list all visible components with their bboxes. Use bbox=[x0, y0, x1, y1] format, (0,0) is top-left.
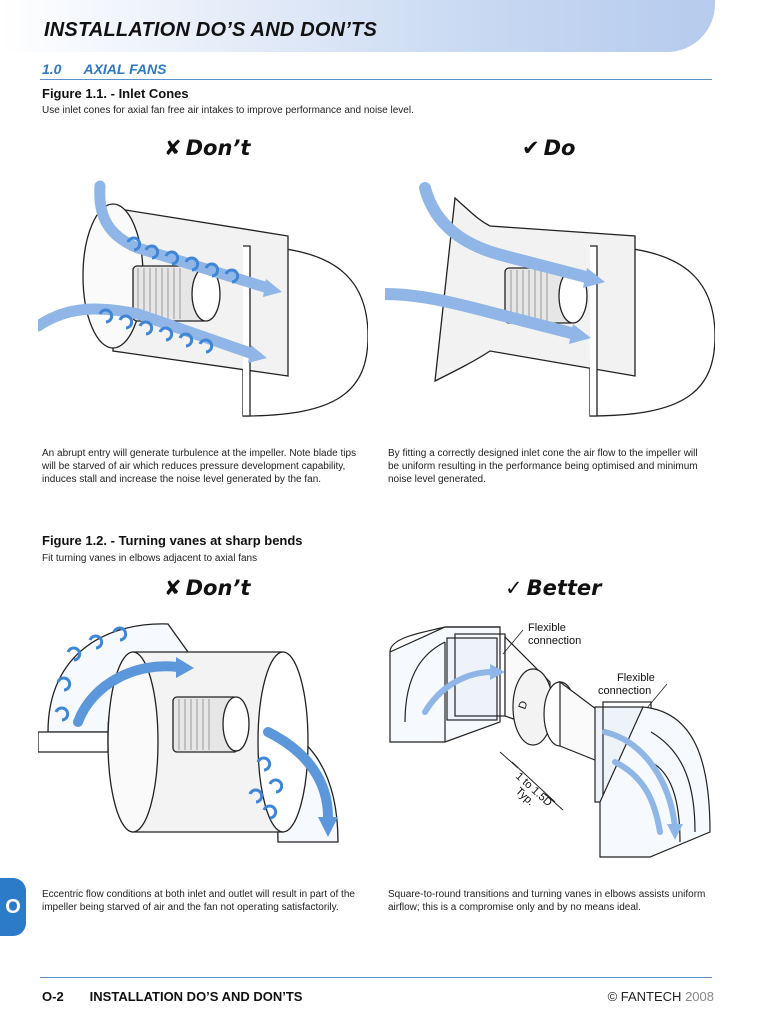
figure2-subtitle: Fit turning vanes in elbows adjacent to … bbox=[42, 553, 258, 564]
footer-left: O-2 INSTALLATION DO’S AND DON’TS bbox=[42, 989, 302, 1004]
figure2-dont-caption: Eccentric flow conditions at both inlet … bbox=[42, 889, 355, 913]
footer-rule bbox=[40, 977, 712, 978]
figure1-subtitle: Use inlet cones for axial fan free air i… bbox=[42, 105, 414, 116]
cross-icon: ✘ bbox=[164, 576, 182, 600]
vanes-dont-illustration bbox=[38, 623, 339, 843]
section-heading: 1.0 AXIAL FANS bbox=[42, 61, 166, 77]
section-tab[interactable]: O bbox=[0, 878, 26, 936]
figure2-better-heading: ✓Better bbox=[505, 576, 602, 600]
section-number: 1.0 bbox=[42, 61, 62, 77]
check-icon: ✔ bbox=[522, 136, 540, 160]
figure1-dont-heading: ✘Don’t bbox=[164, 136, 250, 160]
figure2-better-caption: Square-to-round transitions and turning … bbox=[388, 889, 706, 913]
figure2-dont-heading: ✘Don’t bbox=[164, 576, 250, 600]
flexible-connection-label-1: Flexible bbox=[528, 622, 566, 634]
figure2-dont-label: Don’t bbox=[185, 576, 251, 600]
section-name: AXIAL FANS bbox=[83, 61, 167, 77]
copyright-year: 2008 bbox=[685, 989, 714, 1004]
vanes-better-illustration: Flexible connection Flexible connection … bbox=[389, 622, 711, 858]
flexible-connection-label-2b: connection bbox=[598, 685, 651, 697]
header-band bbox=[0, 0, 715, 52]
footer-copyright: © FANTECH 2008 bbox=[608, 989, 714, 1004]
figure1-dont-label: Don’t bbox=[185, 136, 251, 160]
page-title: INSTALLATION DO’S AND DON’TS bbox=[44, 19, 377, 41]
section-rule bbox=[40, 79, 712, 80]
diameter-label: D bbox=[517, 699, 531, 711]
figure1-do-heading: ✔Do bbox=[522, 136, 575, 160]
figure1-do-label: Do bbox=[543, 136, 576, 160]
figure1-do-caption: By fitting a correctly designed inlet co… bbox=[388, 448, 698, 485]
footer-title: INSTALLATION DO’S AND DON’TS bbox=[89, 989, 303, 1004]
figure1-title: Figure 1.1. - Inlet Cones bbox=[42, 86, 189, 101]
inlet-dont-illustration bbox=[38, 180, 368, 417]
inlet-do-illustration bbox=[385, 182, 715, 417]
flexible-connection-label-1b: connection bbox=[528, 635, 581, 647]
figure2-better-label: Better bbox=[526, 576, 602, 600]
figure1-dont-caption: An abrupt entry will generate turbulence… bbox=[42, 448, 357, 485]
cross-icon: ✘ bbox=[164, 136, 182, 160]
page-number: O-2 bbox=[42, 989, 64, 1004]
copyright-text: © FANTECH bbox=[607, 989, 682, 1004]
flexible-connection-label-2: Flexible bbox=[617, 672, 655, 684]
check-icon: ✓ bbox=[505, 576, 523, 600]
figure2-title: Figure 1.2. - Turning vanes at sharp ben… bbox=[42, 533, 303, 548]
